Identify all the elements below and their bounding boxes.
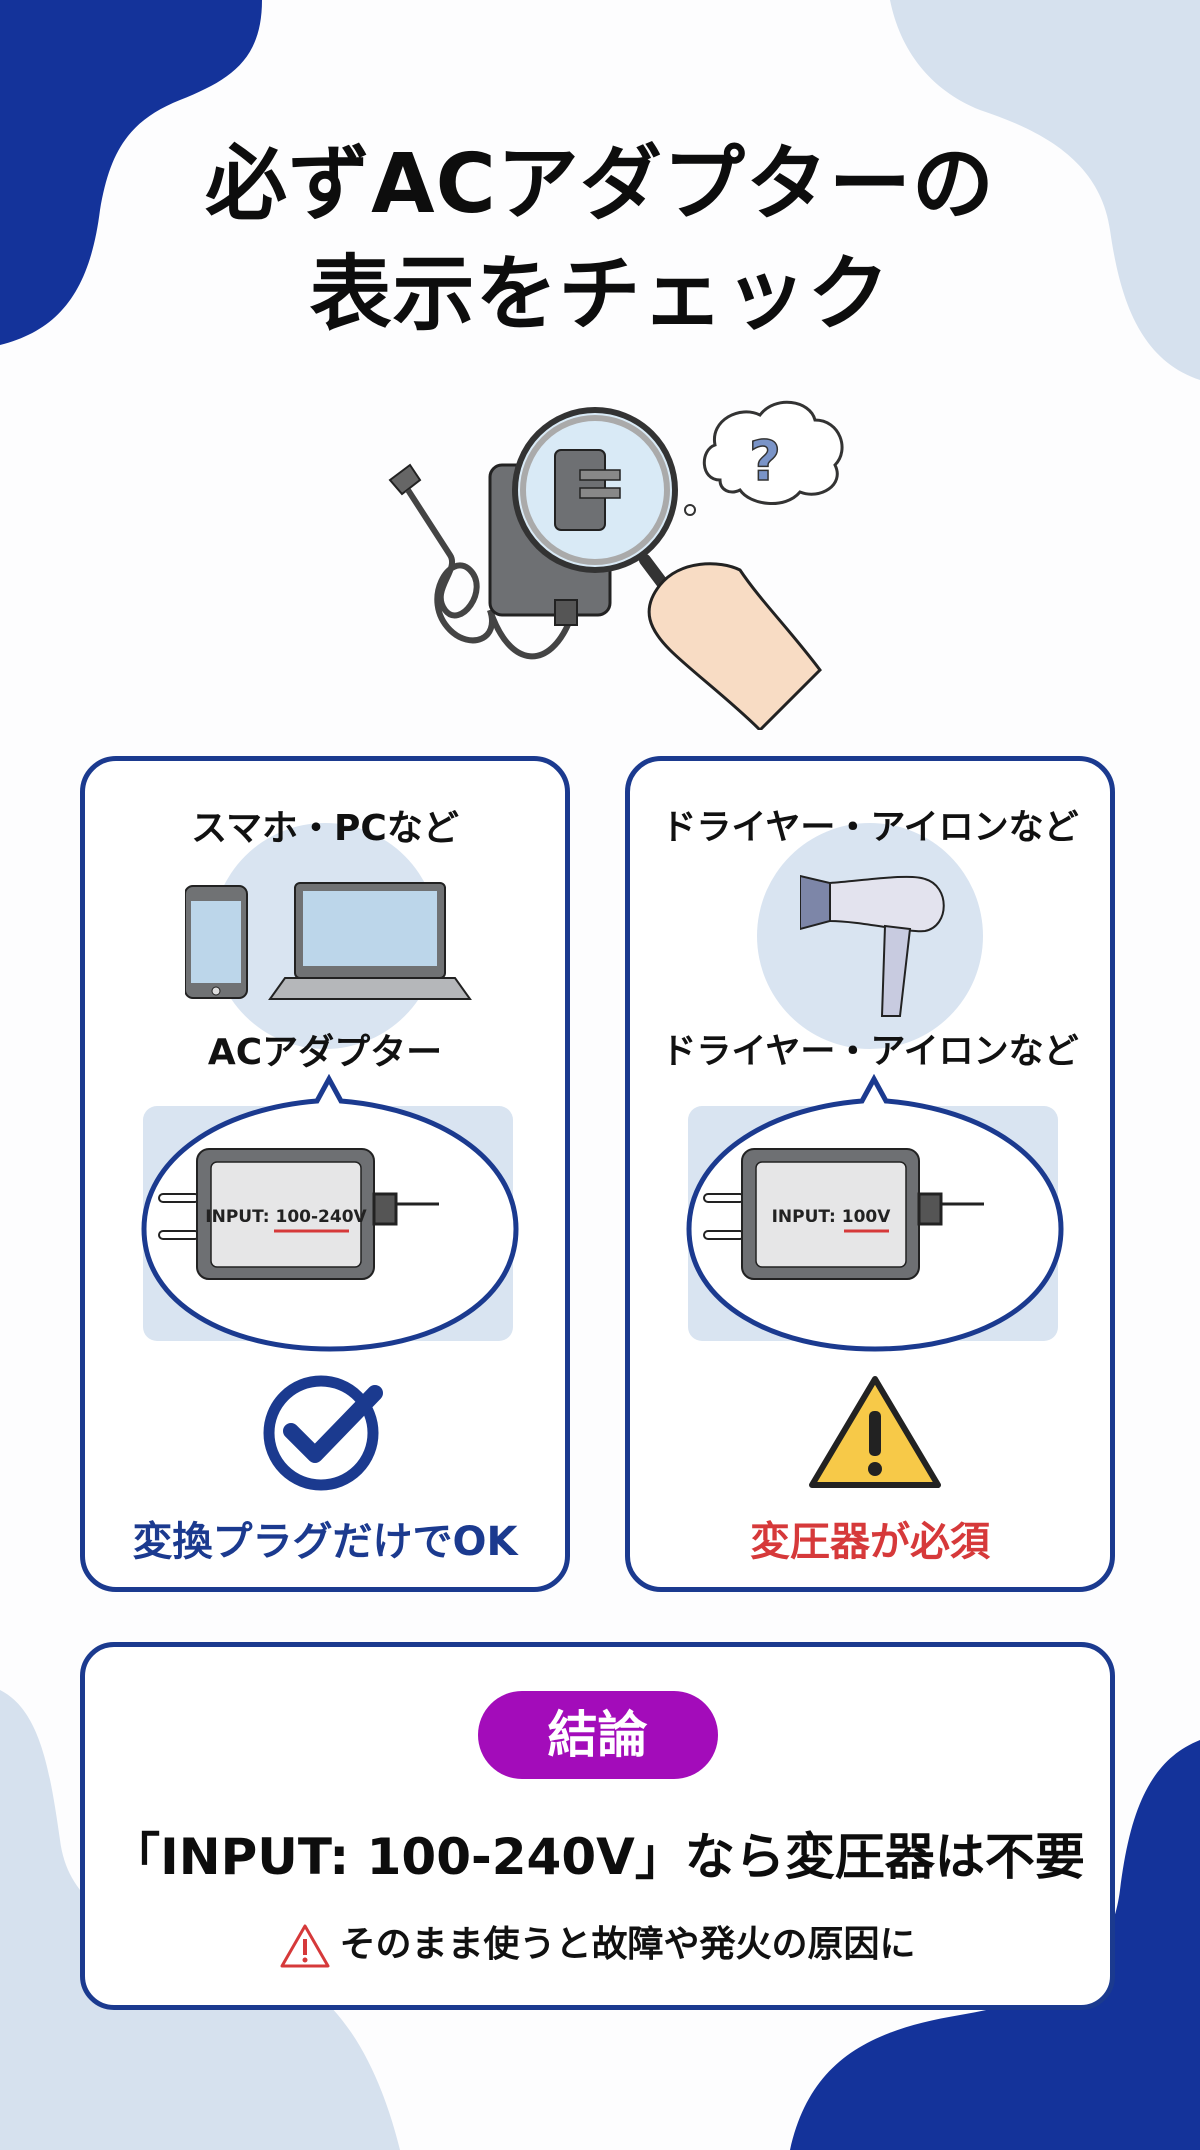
warning-line: そのまま使うと故障や発火の原因に (85, 1915, 1110, 1969)
card-dryer-iron: ドライヤー・アイロンなど ドライヤー・アイロンなど INPUT: 100V 変圧… (625, 756, 1115, 1592)
smartphone-laptop-icon (185, 882, 472, 1000)
card-category: ドライヤー・アイロンなど (661, 808, 1079, 848)
hand-icon (647, 562, 822, 730)
warning-triangle-icon (809, 1376, 941, 1488)
result-ok-text: 変換プラグだけでOK (132, 1519, 518, 1565)
conclusion-badge: 結論 (477, 1691, 718, 1779)
svg-text:?: ? (749, 429, 781, 493)
conclusion-box: 結論 「INPUT: 100-240V」なら変圧器は不要 そのまま使うと故障や発… (80, 1642, 1115, 2010)
question-thought-bubble-icon: ? (684, 400, 844, 516)
svg-text:INPUT: 100V: INPUT: 100V (772, 1207, 892, 1227)
check-circle-icon (263, 1375, 383, 1491)
device-label: ACアダプター (207, 1032, 443, 1073)
adapter-callout: INPUT: 100V (686, 1074, 1064, 1352)
adapter-callout: INPUT: 100-240V (141, 1074, 519, 1352)
conclusion-text: 「INPUT: 100-240V」なら変圧器は不要 (110, 1828, 1085, 1886)
blob-top-left (0, 0, 262, 345)
hair-dryer-icon (800, 874, 945, 1017)
warning-text: そのまま使うと故障や発火の原因に (339, 1924, 916, 1965)
blob-bottom-right (790, 1740, 1200, 2150)
page-title: 必ずACアダプターの 表示をチェック (0, 130, 1200, 350)
title-line-1: 必ずACアダプターの (205, 137, 995, 232)
blob-bottom-left (0, 1690, 400, 2150)
magnifying-glass-icon (512, 407, 681, 606)
device-label: ドライヤー・アイロンなど (661, 1032, 1079, 1072)
svg-text:INPUT: 100-240V: INPUT: 100-240V (205, 1207, 367, 1227)
title-line-2: 表示をチェック (309, 247, 891, 342)
ac-adapter-icon: INPUT: 100-240V (158, 1148, 439, 1280)
result-warning-text: 変圧器が必須 (750, 1519, 990, 1565)
warning-outline-icon (280, 1924, 330, 1968)
icon-background-circle (757, 823, 983, 1049)
card-category: スマホ・PCなど (191, 808, 459, 849)
card-smartphone-pc: スマホ・PCなど ACアダプター INPUT: 100-240V 変換プラグだけ… (80, 756, 570, 1592)
blob-top-right (890, 0, 1200, 380)
ac-adapter-icon: INPUT: 100V (703, 1148, 984, 1280)
hero-illustration: ? (388, 400, 844, 730)
